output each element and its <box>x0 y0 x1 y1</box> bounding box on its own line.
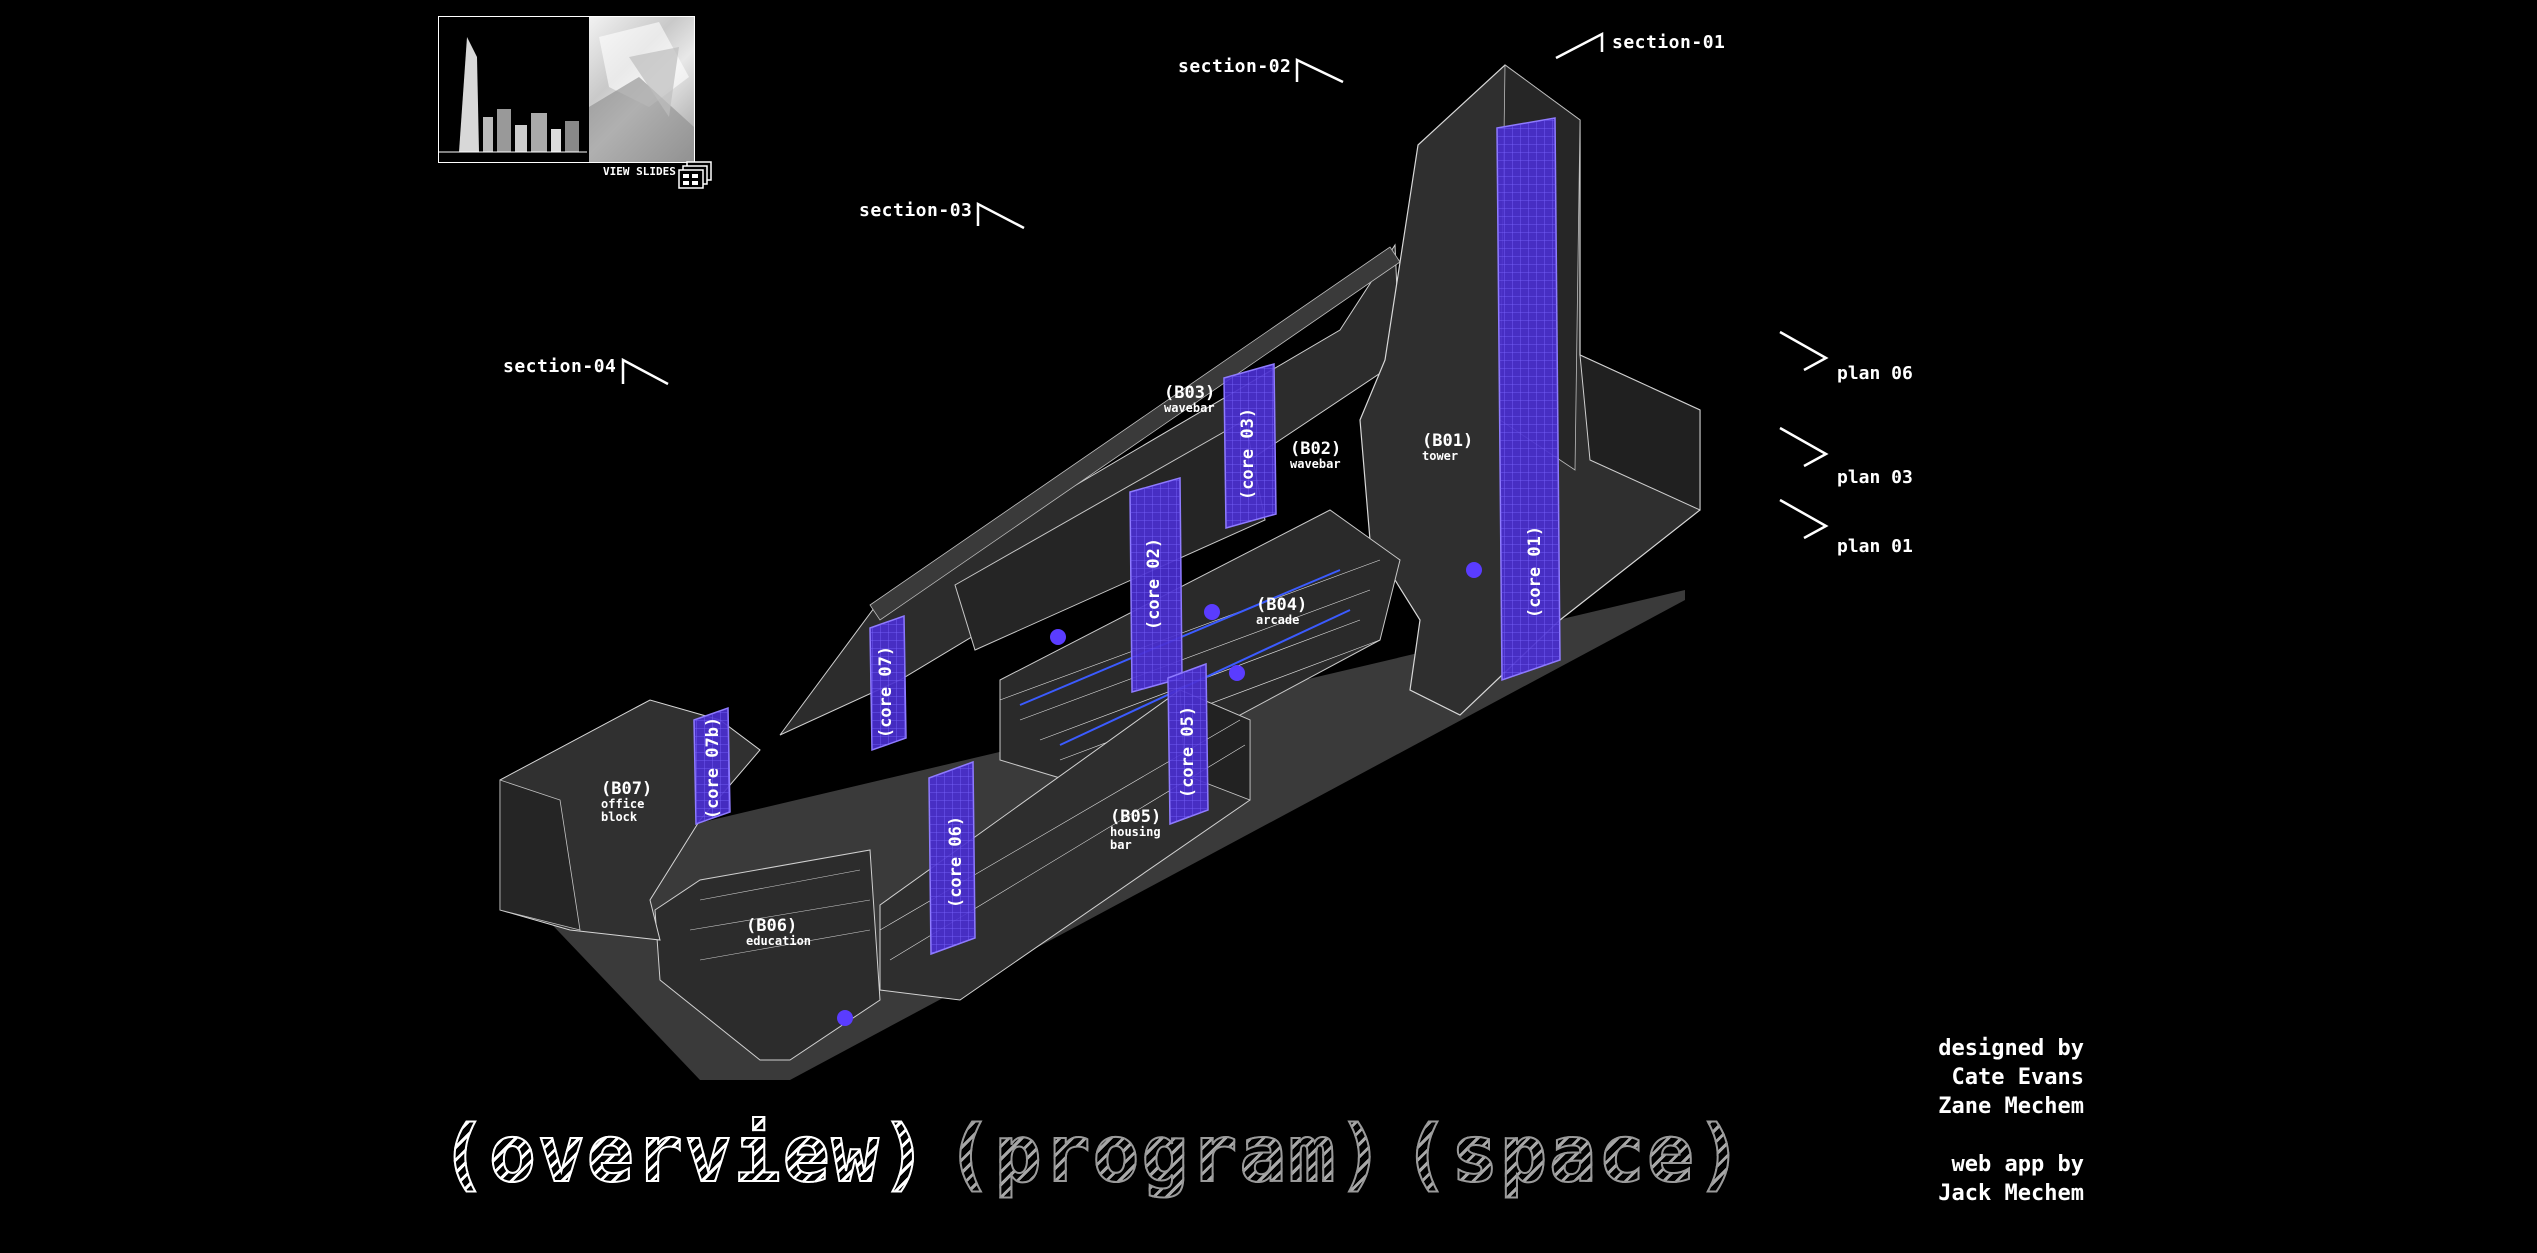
core-07-shape[interactable] <box>869 614 907 752</box>
designed-by-label: designed by <box>1938 1036 2084 1061</box>
building-b03-name: (B03) <box>1164 383 1216 403</box>
section-02-marker[interactable] <box>1295 58 1344 84</box>
core-07b-label[interactable]: (core 07b) <box>703 716 723 820</box>
section-03-marker[interactable] <box>976 201 1025 230</box>
section-04-label[interactable]: section-04 <box>503 356 617 377</box>
building-b04-label[interactable]: (B04) arcade <box>1256 596 1307 627</box>
core-02-shape[interactable] <box>1129 477 1183 693</box>
building-b05-label[interactable]: (B05) housing bar <box>1110 808 1161 852</box>
core-01-shape[interactable] <box>1496 117 1561 682</box>
core-03-label[interactable]: (core 03) <box>1238 407 1258 501</box>
building-b07-name: (B07) <box>601 779 653 799</box>
designer-1: Cate Evans <box>1951 1065 2084 1090</box>
building-b06-type: education <box>746 934 812 948</box>
core-07-label[interactable]: (core 07) <box>876 645 896 739</box>
building-b06-label[interactable]: (B06) education <box>746 917 811 948</box>
nav-space[interactable]: (space) <box>1401 1109 1745 1201</box>
plan-03-marker[interactable] <box>1779 426 1829 468</box>
section-03-label[interactable]: section-03 <box>859 200 973 221</box>
building-b06-name: (B06) <box>746 916 798 936</box>
building-b02-name: (B02) <box>1290 439 1342 459</box>
building-b05-name: (B05) <box>1110 807 1162 827</box>
developer-name: Jack Mechem <box>1938 1181 2084 1206</box>
marker-b04[interactable] <box>1204 604 1220 620</box>
core-01-label[interactable]: (core 01) <box>1525 525 1545 619</box>
thumbnail-render-image <box>589 17 694 162</box>
view-mode-nav: (overview)(program)(space) <box>439 1109 1761 1201</box>
credits: designed by Cate Evans Zane Mechem web a… <box>1938 1034 2084 1208</box>
slides-icon[interactable] <box>678 161 712 191</box>
section-01-label[interactable]: section-01 <box>1612 32 1726 53</box>
web-app-by-label: web app by <box>1951 1152 2084 1177</box>
building-b02-label[interactable]: (B02) wavebar <box>1290 440 1341 471</box>
marker-b01[interactable] <box>1466 562 1482 578</box>
building-b03-type: wavebar <box>1164 401 1215 415</box>
building-b07-label[interactable]: (B07) office block <box>601 780 652 824</box>
view-slides-button[interactable]: VIEW SLIDES <box>603 165 676 178</box>
building-b01-name: (B01) <box>1422 431 1474 451</box>
building-b03-label[interactable]: (B03) wavebar <box>1164 384 1215 415</box>
marker-b03[interactable] <box>1050 629 1066 645</box>
core-05-label[interactable]: (core 05) <box>1178 705 1198 799</box>
nav-program[interactable]: (program) <box>945 1109 1387 1201</box>
section-01-marker[interactable] <box>1555 31 1604 60</box>
core-02-label[interactable]: (core 02) <box>1144 537 1164 631</box>
thumbnail-elevation-image <box>439 17 587 162</box>
building-b04-type: arcade <box>1256 613 1300 627</box>
building-b05-type: housing bar <box>1110 825 1161 852</box>
building-b01-type: tower <box>1422 449 1459 463</box>
building-b07-type: office block <box>601 797 645 824</box>
plan-01-marker[interactable] <box>1779 498 1829 540</box>
core-06-shape[interactable] <box>928 760 976 956</box>
plan-06-label[interactable]: plan 06 <box>1837 363 1913 384</box>
designer-2: Zane Mechem <box>1938 1094 2084 1119</box>
core-07b-shape[interactable] <box>693 706 731 826</box>
marker-b05[interactable] <box>1229 665 1245 681</box>
building-b04-name: (B04) <box>1256 595 1308 615</box>
section-04-marker[interactable] <box>621 357 669 386</box>
core-06-label[interactable]: (core 06) <box>946 815 966 909</box>
marker-b06[interactable] <box>837 1010 853 1026</box>
building-b01-label[interactable]: (B01) tower <box>1422 432 1473 463</box>
plan-06-marker[interactable] <box>1779 330 1829 372</box>
plan-01-label[interactable]: plan 01 <box>1837 536 1913 557</box>
core-03-shape[interactable] <box>1223 363 1277 529</box>
section-02-label[interactable]: section-02 <box>1178 56 1292 77</box>
plan-03-label[interactable]: plan 03 <box>1837 467 1913 488</box>
building-b02-type: wavebar <box>1290 457 1341 471</box>
core-05-shape[interactable] <box>1167 662 1209 826</box>
nav-overview[interactable]: (overview) <box>439 1109 930 1201</box>
building-b06-education[interactable] <box>654 849 881 1061</box>
slides-thumbnail[interactable] <box>438 16 695 163</box>
